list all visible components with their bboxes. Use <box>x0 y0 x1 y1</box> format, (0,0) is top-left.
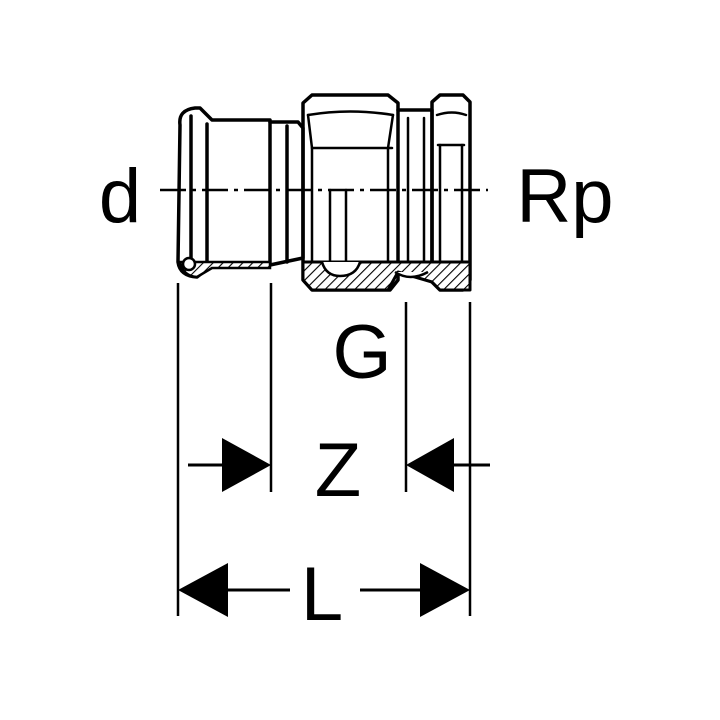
label-rp: Rp <box>516 154 613 239</box>
label-g: G <box>332 310 391 395</box>
press-sleeve <box>176 106 272 279</box>
label-d: d <box>99 154 141 239</box>
z-dimension <box>188 438 490 492</box>
l-dimension <box>178 563 470 617</box>
label-z: Z <box>315 428 361 513</box>
label-l: L <box>301 552 343 637</box>
